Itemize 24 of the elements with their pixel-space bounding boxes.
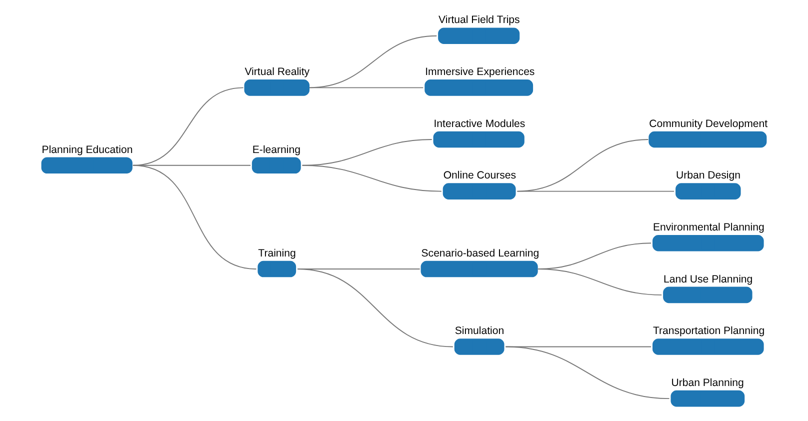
node-label: Online Courses [443,170,516,182]
node-label: Community Development [649,118,768,130]
connector [132,164,257,270]
node-label: Land Use Planning [664,273,753,286]
node-label: Urban Planning [671,376,744,389]
node-label: Environmental Planning [652,221,764,234]
node-label: Virtual Reality [244,66,310,78]
node-label: Interactive Modules [434,118,526,130]
node-label: Scenario-based Learning [421,247,540,260]
connector [302,164,442,192]
connector [516,190,675,192]
node-label: E-learning [252,144,300,156]
node-label: Transportation Planning [652,325,765,338]
node-label: Immersive Experiences [425,66,535,78]
connector [309,35,438,88]
connector [537,268,662,296]
connector [309,87,424,88]
connector [297,268,454,348]
node-label: Simulation [454,325,504,338]
node-label: Virtual Field Trips [438,14,520,26]
node-label: Planning Education [42,144,133,156]
node-label: Urban Design [676,170,741,182]
connector [505,346,670,400]
node-label: Training [258,247,296,260]
